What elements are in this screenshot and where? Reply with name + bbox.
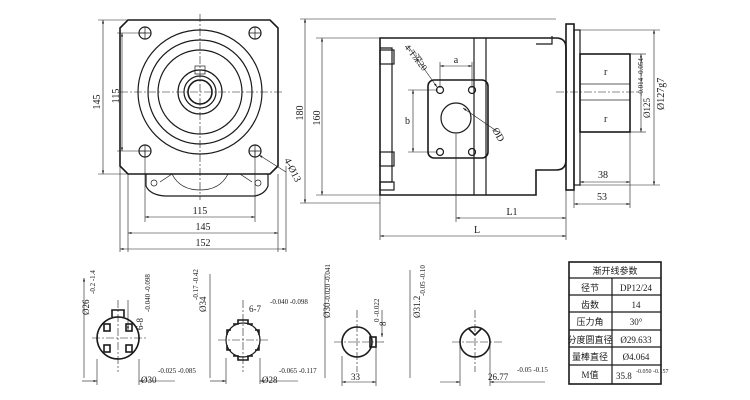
table-value-4: Ø4.064 — [623, 352, 650, 362]
shaft-detail-4: Ø31.2 -0.05 -0.10 26.77 -0.05 -0.15 — [409, 265, 548, 386]
shaft3-key-tol: 0 -0.022 — [373, 298, 381, 322]
shaft1-key: 6-8 — [135, 318, 145, 330]
shaft-detail-1: Ø26 -0.2 -1.4 6-8 -0.040 -0.098 Ø30 -0.0… — [81, 270, 196, 385]
dim-160: 160 — [312, 111, 323, 126]
shaft2-d-vert-tol: -0.17 -0.42 — [192, 269, 200, 300]
shaft2-d-vert: Ø34 — [198, 296, 208, 312]
table-value-5: 35.8 — [616, 371, 632, 381]
dim-a: a — [454, 55, 459, 66]
shaft-detail-2: Ø34 -0.17 -0.42 6-7 -0.040 -0.098 Ø28 -0… — [192, 269, 317, 385]
shaft3-d-vert: Ø30 — [322, 302, 332, 318]
table-value-0: DP12/24 — [620, 283, 653, 293]
table-title: 渐开线参数 — [592, 265, 637, 276]
table-value-5-tol: -0.050 -0.157 — [636, 369, 669, 375]
shaft2-d-out-tol: -0.065 -0.117 — [279, 367, 317, 375]
table-value-1: 14 — [632, 300, 642, 310]
table-label-4: 量棒直径 — [572, 351, 608, 362]
side-view: r r 180 160 a b 4-T深20 ØD L1 — [295, 18, 667, 240]
shaft2-d-out: Ø28 — [262, 375, 278, 385]
shaft1-key-tol: -0.040 -0.098 — [144, 274, 152, 312]
dim-127: Ø127g7 — [656, 78, 667, 110]
table-label-3: 分度圆直径 — [567, 334, 612, 345]
dim-125-tol: -0.014 -0.054 — [637, 58, 645, 96]
hole-label: 4-Ø13 — [281, 156, 302, 184]
dim-115-vertical: 115 — [111, 89, 122, 104]
shaft3-key: 8 — [378, 321, 388, 326]
front-view: 4-Ø13 145 115 115 145 152 — [92, 14, 303, 252]
thread-label: 4-T深20 — [402, 42, 429, 73]
dim-38: 38 — [598, 170, 608, 181]
shaft2-key: 6-7 — [249, 304, 261, 314]
shaft1-d-out-tol: -0.025 -0.085 — [158, 367, 196, 375]
shaft4-d-vert: Ø31.2 — [412, 296, 422, 318]
table-label-0: 径节 — [581, 282, 599, 293]
housing-body — [145, 174, 269, 197]
dim-53: 53 — [597, 192, 607, 203]
shaft3-d-out: 33 — [351, 372, 361, 382]
dim-b: b — [405, 116, 410, 127]
shaft1-d-out: Ø30 — [141, 375, 157, 385]
table-label-5: M值 — [581, 369, 598, 380]
shaft-detail-3: Ø30 -0.020 -0.041 8 0 -0.022 33 — [322, 264, 388, 386]
dim-L: L — [474, 225, 480, 236]
dim-180: 180 — [295, 106, 306, 121]
section-mark-top: r — [604, 67, 608, 78]
dim-125: Ø125 — [642, 98, 652, 118]
shaft1-d-vert-tol: -0.2 -1.4 — [89, 270, 97, 294]
dim-145-horizontal: 145 — [196, 222, 211, 233]
shaft4-d-vert-tol: -0.05 -0.10 — [419, 265, 427, 296]
table-label-1: 齿数 — [581, 299, 599, 310]
flange-outline — [119, 19, 279, 175]
spline-parameter-table: 渐开线参数 径节 DP12/24 齿数 14 压力角 30° 分度圆直径 Ø29… — [567, 261, 669, 385]
dim-152: 152 — [196, 238, 211, 249]
dim-D: ØD — [489, 126, 506, 144]
port-pad — [427, 79, 489, 159]
shaft2-key-tol: -0.040 -0.098 — [270, 298, 308, 306]
shaft1-d-vert: Ø26 — [81, 299, 91, 315]
section-mark-bottom: r — [604, 114, 608, 125]
table-value-2: 30° — [630, 317, 643, 327]
shaft4-d-out-tol: -0.05 -0.15 — [517, 366, 548, 374]
table-value-3: Ø29.633 — [620, 335, 652, 345]
table-label-2: 压力角 — [576, 316, 603, 327]
dim-L1: L1 — [506, 207, 517, 218]
shaft3-d-vert-tol: -0.020 -0.041 — [324, 264, 332, 302]
dim-115-horizontal: 115 — [193, 206, 208, 217]
mounting-flange — [565, 23, 575, 191]
dim-145-vertical: 145 — [92, 95, 103, 110]
port-bore — [440, 102, 472, 134]
shaft4-d-out: 26.77 — [488, 372, 509, 382]
